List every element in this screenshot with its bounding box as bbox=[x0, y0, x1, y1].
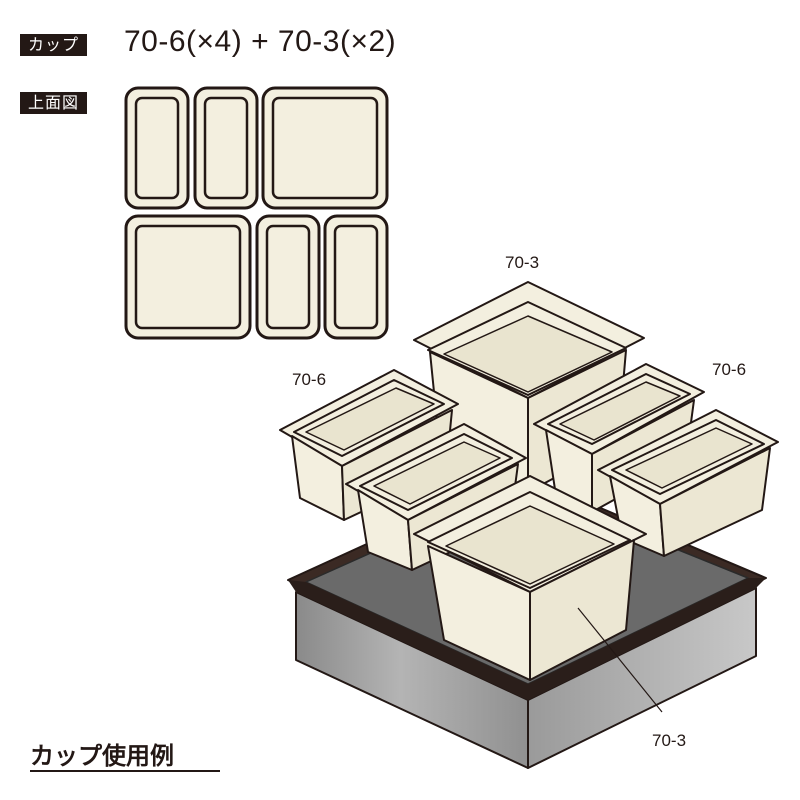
plan-cup-70-6 bbox=[193, 86, 259, 210]
top-view-badge: 上面図 bbox=[20, 92, 88, 114]
plan-cup-70-6 bbox=[323, 214, 389, 340]
usage-example-caption: カップ使用例 bbox=[30, 742, 174, 770]
leader-line bbox=[577, 607, 663, 713]
cup-70-3-front bbox=[413, 475, 647, 681]
caption-underline bbox=[30, 770, 220, 772]
label-left-rect: 70-6 bbox=[292, 370, 326, 389]
plan-cup-70-3 bbox=[124, 214, 252, 340]
label-front-square: 70-3 bbox=[652, 731, 686, 750]
plan-cup-70-6 bbox=[255, 214, 321, 340]
label-back-square: 70-3 bbox=[505, 253, 539, 272]
label-right-rect: 70-6 bbox=[712, 360, 746, 379]
top-view bbox=[124, 86, 389, 340]
cup-70-6-right-front bbox=[597, 409, 779, 557]
plan-cup-70-6 bbox=[124, 86, 190, 210]
cup-badge: カップ bbox=[20, 34, 88, 56]
plan-cup-70-3 bbox=[261, 86, 389, 210]
page-title: 70-6(×4) + 70-3(×2) bbox=[124, 25, 397, 58]
